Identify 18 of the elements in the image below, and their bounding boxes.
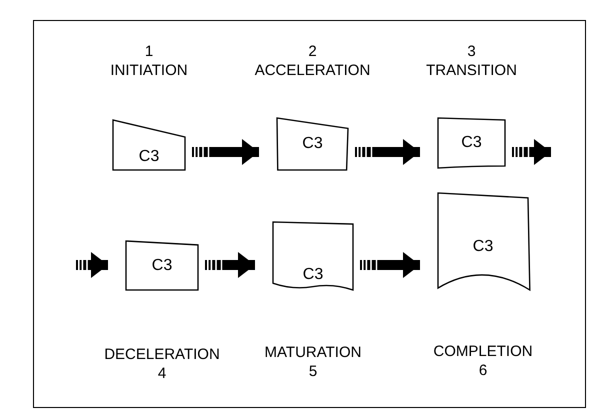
cell-label: C3 bbox=[150, 256, 174, 274]
stage-caption: ACCELERATION bbox=[254, 61, 370, 80]
cell-label: C3 bbox=[460, 134, 483, 152]
cell-label: C3 bbox=[301, 135, 324, 153]
stage-caption: 2 bbox=[308, 42, 317, 61]
stage-caption: COMPLETION bbox=[433, 342, 533, 361]
cell-label: C3 bbox=[472, 238, 494, 256]
stage-caption: INITIATION bbox=[110, 61, 188, 80]
stage-caption: DECELERATION bbox=[104, 345, 220, 364]
stage-caption: 1 bbox=[144, 42, 154, 61]
stage-caption: MATURATION bbox=[264, 343, 362, 362]
stage-caption: 5 bbox=[308, 362, 318, 381]
stage-caption: 3 bbox=[467, 42, 476, 61]
stage-caption: 6 bbox=[478, 361, 488, 380]
stage-caption: TRANSITION bbox=[426, 61, 517, 80]
cell-label: C3 bbox=[138, 148, 160, 166]
cell-label: C3 bbox=[302, 266, 324, 284]
stage-caption: 4 bbox=[158, 364, 166, 383]
